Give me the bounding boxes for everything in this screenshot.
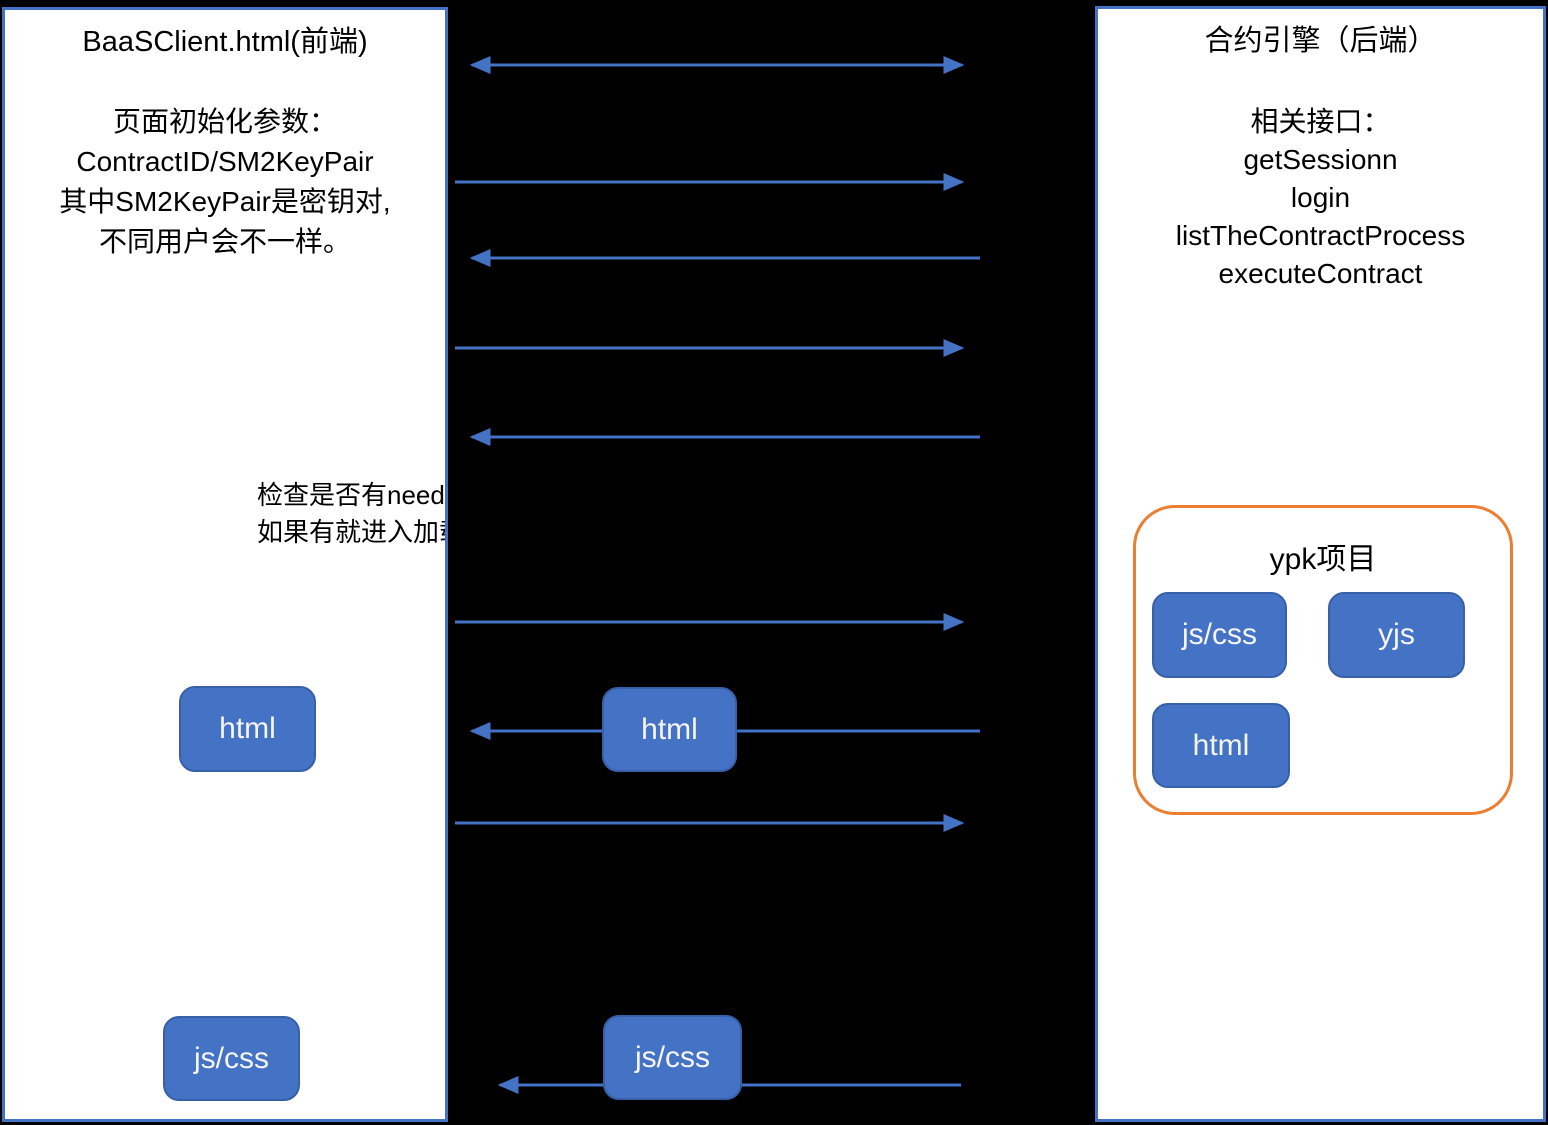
frontend-html-box-label: html	[219, 712, 276, 745]
frontend-html-box: html	[179, 686, 316, 772]
backend-panel: 合约引擎（后端） 相关接口： getSessionn login listThe…	[1095, 6, 1546, 1122]
ypk-project-title: ypk项目	[1269, 543, 1377, 576]
middle-html-box-label: html	[641, 712, 698, 746]
ypk-jscss-box: js/css	[1152, 592, 1287, 678]
backend-api-list: 相关接口： getSessionn login listTheContractP…	[1098, 103, 1543, 293]
frontend-jscss-box-label: js/css	[194, 1041, 269, 1075]
backend-api-item: login	[1290, 182, 1351, 213]
backend-api-item: listTheContractProcess	[1175, 220, 1466, 251]
frontend-check-note-line: 检查是否有needR	[257, 480, 448, 510]
frontend-check-note-line: 如果有就进入加载	[257, 517, 448, 547]
frontend-init-params: 页面初始化参数： ContractID/SM2KeyPair 其中SM2KeyP…	[5, 102, 445, 262]
frontend-init-params-line: 页面初始化参数：	[112, 106, 337, 137]
frontend-jscss-box: js/css	[163, 1016, 300, 1101]
ypk-yjs-box: yjs	[1328, 592, 1465, 678]
middle-jscss-box-label: js/css	[635, 1040, 710, 1074]
backend-api-list-heading: 相关接口：	[1250, 106, 1391, 137]
ypk-html-box: html	[1152, 703, 1290, 788]
ypk-html-box-label: html	[1192, 728, 1250, 762]
frontend-check-note: 检查是否有needR 如果有就进入加载	[257, 477, 448, 551]
backend-api-item: executeContract	[1218, 258, 1423, 289]
frontend-init-params-line: 不同用户会不一样。	[98, 226, 351, 257]
ypk-project-container: ypk项目 js/css yjs html	[1133, 505, 1513, 815]
frontend-init-params-line: 其中SM2KeyPair是密钥对,	[59, 186, 391, 217]
frontend-panel-title: BaaSClient.html(前端)	[82, 26, 368, 58]
ypk-yjs-box-label: yjs	[1378, 618, 1415, 651]
frontend-panel: BaaSClient.html(前端) 页面初始化参数： ContractID/…	[2, 7, 448, 1122]
backend-api-item: getSessionn	[1243, 144, 1398, 175]
frontend-init-params-line: ContractID/SM2KeyPair	[76, 146, 374, 177]
ypk-jscss-box-label: js/css	[1182, 618, 1257, 651]
middle-html-box: html	[602, 687, 737, 772]
middle-jscss-box: js/css	[603, 1015, 742, 1100]
backend-panel-title: 合约引擎（后端）	[1204, 25, 1437, 57]
